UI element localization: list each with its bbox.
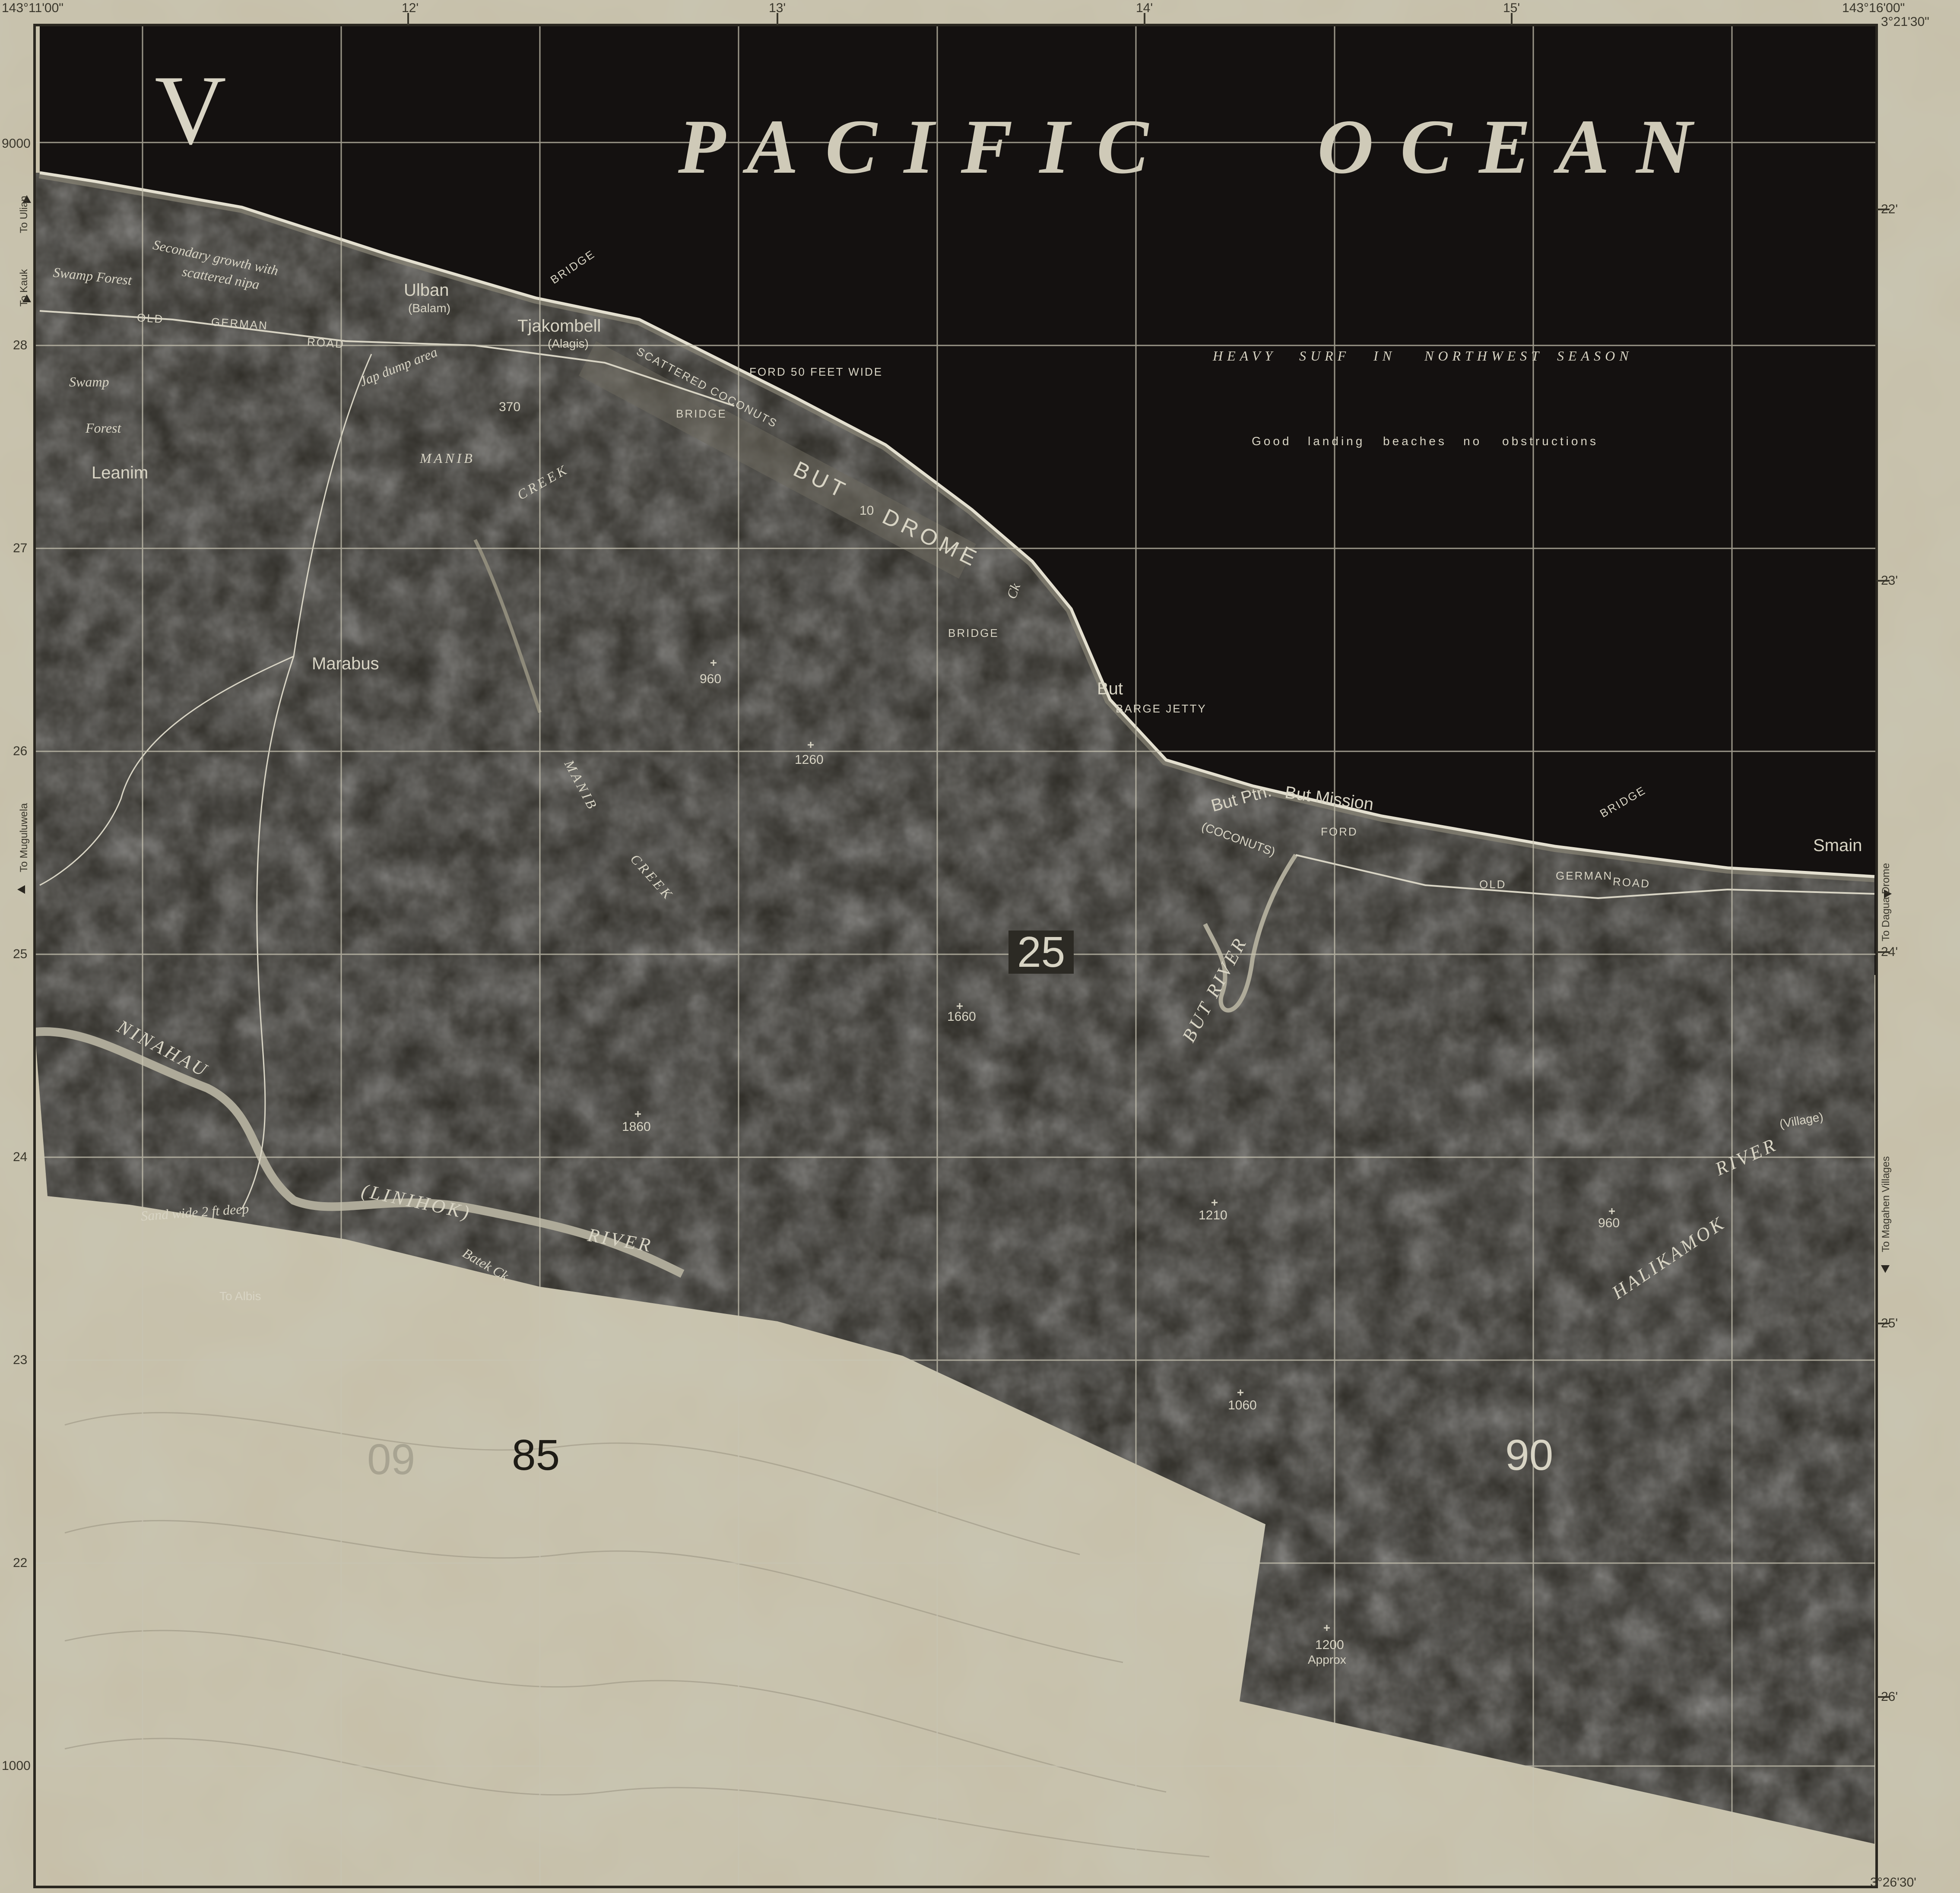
but-river-line xyxy=(1203,854,1298,1013)
northing-28: 28 xyxy=(13,338,28,352)
but-drome-strip xyxy=(579,341,976,579)
northing-22: 22 xyxy=(13,1556,28,1570)
northing-25: 25 xyxy=(13,947,28,961)
grid-number-90: 90 xyxy=(1505,1431,1554,1479)
note-season: SEASON xyxy=(1557,348,1633,364)
top-tick-13: 13' xyxy=(769,1,786,15)
northing-9000: 9000 xyxy=(2,136,31,151)
arrow-label-to-mugulowela: To Muguluwela xyxy=(18,803,30,872)
spot-height-1260: 1260 xyxy=(795,753,824,767)
manib-creek-line xyxy=(473,539,542,713)
corner-coord-right-top: 3°21'30" xyxy=(1881,15,1929,29)
corner-coord-top-right: 143°16'00" xyxy=(1842,1,1905,15)
northing-23: 23 xyxy=(13,1353,28,1367)
place-but: But xyxy=(1097,679,1123,698)
feature-old-east: OLD xyxy=(1479,878,1506,891)
ocean-label-ocean: OCEAN xyxy=(1317,104,1719,190)
track-mugulowela xyxy=(39,655,294,886)
northing-1000: 1000 xyxy=(2,1759,31,1773)
right-tick-23: 23' xyxy=(1881,573,1898,588)
feature-road-west: ROAD xyxy=(307,335,346,351)
place-ulban: Ulban xyxy=(404,281,449,300)
track-marabus xyxy=(241,354,372,1209)
margin-arrows xyxy=(17,195,1892,1273)
feature-bridge-but: BRIDGE xyxy=(948,627,999,639)
feature-road-east: ROAD xyxy=(1612,875,1651,891)
feature-approx: Approx xyxy=(1308,1653,1346,1666)
top-tick-12: 12' xyxy=(402,1,419,15)
place-marabus: Marabus xyxy=(312,654,379,673)
place-to-albis: To Albis xyxy=(219,1289,261,1303)
northing-27: 27 xyxy=(13,541,28,555)
spot-height-1660: 1660 xyxy=(947,1010,976,1024)
northing-26: 26 xyxy=(13,744,28,758)
grid-number-faint: 09 xyxy=(367,1435,415,1484)
note-heavy: HEAVY xyxy=(1213,348,1277,364)
veg-swamp: Swamp xyxy=(69,374,109,389)
right-tick-22: 22' xyxy=(1881,202,1898,216)
grid-number-85: 85 xyxy=(512,1431,560,1479)
old-german-road-west xyxy=(39,310,735,407)
arrow-label-to-magahen: To Magahen Villages xyxy=(1880,1156,1892,1252)
note-in: IN xyxy=(1373,348,1396,364)
right-tick-26: 26' xyxy=(1881,1690,1898,1704)
note-no: no xyxy=(1463,434,1482,448)
right-tick-24: 24' xyxy=(1881,945,1898,959)
arrow-label-to-kauk: To Kauk xyxy=(18,269,30,307)
old-german-road-east xyxy=(1295,854,1874,899)
grid-number-25: 25 xyxy=(1009,931,1074,974)
ocean-label-pacific: PACIFIC xyxy=(678,104,1175,190)
spot-height-marks xyxy=(635,660,1615,1631)
spot-height-1060: 1060 xyxy=(1228,1398,1257,1412)
spot-height-1200: 1200 xyxy=(1315,1638,1344,1652)
arrow-label-to-ulian: To Ulian xyxy=(18,196,30,233)
top-tick-14: 14' xyxy=(1136,1,1153,15)
margin-ticks xyxy=(407,13,1890,1698)
note-obstructions: obstructions xyxy=(1502,434,1598,448)
neat-line xyxy=(33,24,1878,1888)
coastline xyxy=(39,171,1875,878)
place-tjakombel: Tjakombell xyxy=(517,317,601,336)
note-surf: SURF xyxy=(1299,348,1351,364)
spot-height-1210: 1210 xyxy=(1199,1208,1227,1222)
feature-ford-50-feet: FORD 50 FEET WIDE xyxy=(749,365,883,378)
arrow-label-to-dagua: To Dagua Drome xyxy=(1880,863,1892,941)
map-grid xyxy=(35,25,1877,1887)
northing-24: 24 xyxy=(13,1150,28,1164)
river-manib-north: MANIB xyxy=(420,450,475,466)
note-northwest: NORTHWEST xyxy=(1424,348,1543,364)
spot-height-1860: 1860 xyxy=(622,1120,651,1134)
ninahau-river-line xyxy=(35,1027,685,1278)
feature-barge-jetty: BARGE JETTY xyxy=(1116,702,1207,715)
corner-coord-bottom-right: 3°26'30' xyxy=(1870,1875,1916,1890)
feature-old-west: OLD xyxy=(136,311,165,326)
feature-drome-elevation: 10 xyxy=(859,503,874,518)
note-good: Good xyxy=(1252,434,1292,448)
spot-height-370: 370 xyxy=(499,400,521,414)
note-beaches: beaches xyxy=(1383,434,1447,448)
place-smain: Smain xyxy=(1813,836,1862,855)
note-landing: landing xyxy=(1308,434,1365,448)
corner-coord-top-left: 143°11'00" xyxy=(2,1,63,15)
feature-ford: FORD xyxy=(1321,825,1358,838)
place-ulban-alt: (Balam) xyxy=(408,301,451,315)
topo-contours xyxy=(64,1412,1210,1858)
place-tjakombel-alt: (Alagis) xyxy=(548,337,589,350)
veg-forest: Forest xyxy=(86,420,121,436)
spot-height-960-east: 960 xyxy=(1598,1216,1620,1230)
right-tick-25: 25' xyxy=(1881,1316,1898,1330)
feature-bridge-drome: BRIDGE xyxy=(676,407,727,420)
feature-german-east: GERMAN xyxy=(1556,869,1613,882)
sheet-letter: V xyxy=(155,55,227,165)
spot-height-960-west: 960 xyxy=(700,672,722,686)
top-tick-15: 15' xyxy=(1503,1,1520,15)
place-leanim: Leanim xyxy=(92,463,149,482)
